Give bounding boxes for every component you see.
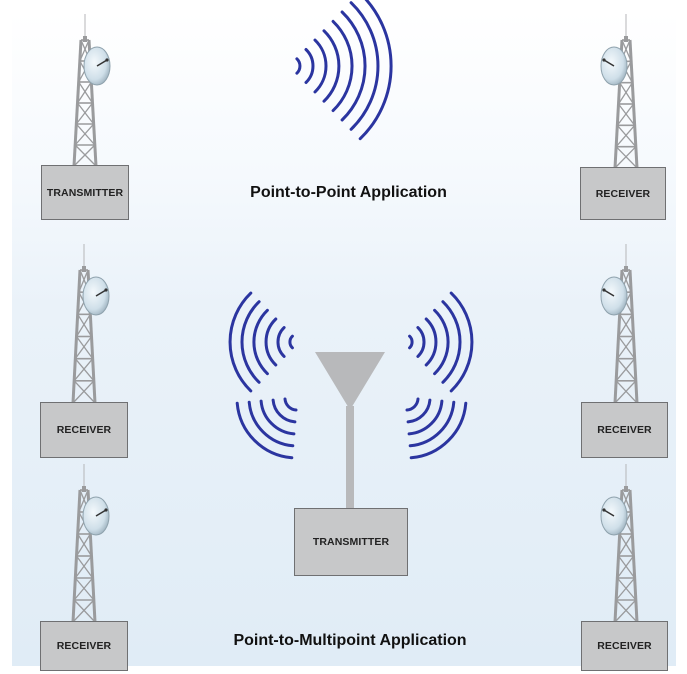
tower-top-right xyxy=(600,14,639,169)
signal-waves-upper-right-arc xyxy=(416,326,426,358)
signal-waves-upper-right xyxy=(408,291,474,393)
signal-waves-lower-left-arc xyxy=(235,401,294,460)
tower-top-left xyxy=(72,14,111,167)
signal-waves-lower-left-arc xyxy=(283,397,298,412)
p2p-signal-waves-arc xyxy=(313,38,328,94)
signal-waves-lower-right-arc xyxy=(407,399,444,436)
towers-layer xyxy=(71,14,639,623)
signal-waves-upper-right-arc xyxy=(441,300,462,384)
tower-mid-left xyxy=(71,244,110,404)
multipoint-transmitter-label: TRANSMITTER xyxy=(312,536,390,548)
tower-low-left xyxy=(71,464,110,623)
top-transmitter-label: TRANSMITTER xyxy=(46,186,124,199)
receiver-box-top-left: RECEIVER xyxy=(40,402,128,458)
signal-waves-upper-left-arc xyxy=(252,308,269,376)
p2p-signal-waves xyxy=(295,0,393,141)
p2p-signal-waves-arc xyxy=(358,0,393,141)
signal-waves-lower-left-arc xyxy=(271,398,297,424)
signal-waves-upper-left-arc xyxy=(264,317,278,367)
signal-waves-layer xyxy=(228,0,474,460)
signal-waves-lower-right-arc xyxy=(406,398,432,424)
top-transmitter-box: TRANSMITTER xyxy=(41,165,129,220)
signal-waves-lower-right-arc xyxy=(405,397,420,412)
signal-waves-upper-left-arc xyxy=(288,334,294,350)
tower-low-right-dish xyxy=(600,496,628,536)
p2p-signal-waves-arc xyxy=(340,10,367,122)
p2p-signal-waves-arc xyxy=(349,1,380,131)
signal-waves-upper-right-arc xyxy=(424,317,438,367)
signal-waves-lower-left xyxy=(235,397,298,460)
signal-waves-upper-left-arc xyxy=(276,326,286,358)
signal-waves-upper-right-arc xyxy=(433,308,450,376)
point-to-multipoint-title: Point-to-Multipoint Application xyxy=(233,632,467,649)
signal-waves-upper-left xyxy=(228,291,294,393)
p2p-signal-waves-arc xyxy=(304,48,315,84)
signal-waves-lower-right xyxy=(405,397,468,460)
top-receiver-box: RECEIVER xyxy=(580,167,666,220)
receiver-box-bottom-right: RECEIVER xyxy=(581,621,668,671)
signal-waves-lower-right-arc xyxy=(409,401,468,460)
omni-antenna xyxy=(315,352,385,510)
p2p-signal-waves-arc xyxy=(322,29,341,103)
signal-waves-lower-left-arc xyxy=(247,400,295,448)
p2p-signal-waves-arc xyxy=(331,19,354,113)
tower-mid-right-dish xyxy=(600,276,628,316)
top-receiver-label: RECEIVER xyxy=(595,187,651,200)
receiver-label-bottom-left: RECEIVER xyxy=(56,640,112,652)
point-to-point-title: Point-to-Point Application xyxy=(250,184,447,201)
signal-waves-lower-right-arc xyxy=(408,400,456,448)
receiver-label-top-right: RECEIVER xyxy=(597,424,652,436)
signal-waves-upper-right-arc xyxy=(449,291,474,393)
multipoint-transmitter-box: TRANSMITTER xyxy=(294,508,408,576)
signal-waves-upper-right-arc xyxy=(408,334,414,350)
tower-top-right-dish xyxy=(600,46,628,86)
receiver-box-top-right: RECEIVER xyxy=(581,402,668,458)
tower-top-left-dish xyxy=(83,46,111,86)
tower-mid-left-dish xyxy=(82,276,110,316)
signal-waves-lower-left-arc xyxy=(259,399,296,436)
receiver-label-bottom-right: RECEIVER xyxy=(597,640,652,652)
tower-low-left-dish xyxy=(82,496,110,536)
tower-low-right xyxy=(600,464,639,623)
signal-waves-upper-left-arc xyxy=(240,300,261,384)
signal-waves-upper-left-arc xyxy=(228,291,253,393)
receiver-label-top-left: RECEIVER xyxy=(56,424,112,436)
tower-mid-right xyxy=(600,244,639,404)
receiver-box-bottom-left: RECEIVER xyxy=(40,621,128,671)
p2p-signal-waves-arc xyxy=(295,57,302,75)
